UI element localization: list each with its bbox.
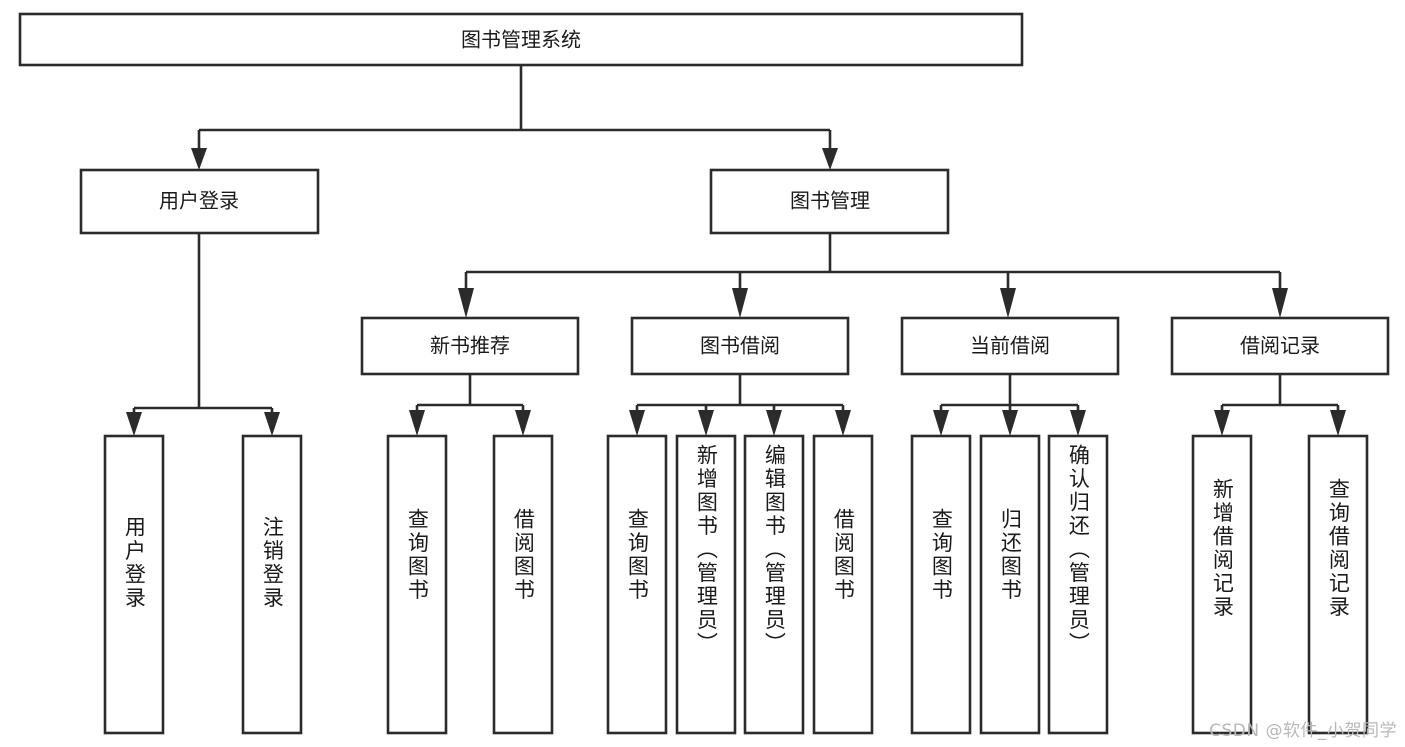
node-current-borrow-box[interactable] (900, 316, 1120, 376)
arrow-head-leaf-return-book (1002, 410, 1018, 436)
leaf-query-record-box[interactable] (1307, 434, 1369, 735)
arrow-head-leaf-add-book (698, 410, 714, 436)
leaf-add-record-box[interactable] (1191, 434, 1253, 735)
arrow-head-leaf-confirm-return (1070, 410, 1086, 436)
node-new-book-recommend-box[interactable] (360, 316, 580, 376)
arrow-head-leaf-borrow-book-2 (835, 410, 851, 436)
node-root-box[interactable] (18, 12, 1024, 67)
arrow-head-leaf-user-logout (264, 412, 280, 436)
leaf-borrow-book-1-box[interactable] (492, 434, 554, 735)
node-root[interactable]: 图书管理系统 (18, 12, 1024, 67)
arrow-head-book-borrow (732, 288, 748, 318)
leaf-user-logout-box[interactable] (241, 434, 303, 735)
node-borrow-record-label: 借阅记录 (1240, 334, 1320, 358)
arrow-head-book-manage (822, 148, 838, 170)
leaf-return-book-box[interactable] (979, 434, 1041, 735)
node-new-book-recommend[interactable]: 新书推荐 (360, 316, 580, 376)
node-user-login-box[interactable] (79, 168, 320, 235)
arrow-head-leaf-query-book-3 (933, 410, 949, 436)
leaf-box-group (103, 434, 1369, 735)
arrow-head-leaf-user-login (126, 412, 142, 436)
leaf-user-login-box[interactable] (103, 434, 165, 735)
arrow-head-leaf-query-book-2 (629, 410, 645, 436)
connector-group (126, 65, 1346, 436)
node-book-borrow-box[interactable] (630, 316, 850, 376)
leaf-edit-book-box[interactable] (743, 434, 805, 735)
node-book-manage[interactable]: 图书管理 (709, 168, 950, 235)
arrow-head-leaf-query-record (1330, 410, 1346, 436)
leaf-query-book-3-box[interactable] (910, 434, 972, 735)
node-book-manage-label: 图书管理 (790, 189, 870, 213)
arrow-head-leaf-add-record (1214, 410, 1230, 436)
node-book-manage-box[interactable] (709, 168, 950, 235)
leaf-query-book-2-box[interactable] (606, 434, 668, 735)
node-user-login-label: 用户登录 (159, 189, 239, 213)
arrow-head-current-borrow (1000, 288, 1016, 318)
node-borrow-record[interactable]: 借阅记录 (1170, 316, 1390, 376)
leaf-confirm-return-box[interactable] (1047, 434, 1109, 735)
node-user-login[interactable]: 用户登录 (79, 168, 320, 235)
csdn-watermark: CSDN @软件_小贺同学 (1209, 721, 1397, 741)
node-current-borrow[interactable]: 当前借阅 (900, 316, 1120, 376)
node-current-borrow-label: 当前借阅 (970, 334, 1050, 358)
arrow-head-borrow-record (1272, 288, 1288, 318)
arrow-head-leaf-query-book-1 (409, 410, 425, 436)
leaf-borrow-book-2-box[interactable] (812, 434, 874, 735)
node-borrow-record-box[interactable] (1170, 316, 1390, 376)
arrow-head-leaf-borrow-book-1 (515, 410, 531, 436)
arrow-head-new-book (458, 288, 474, 318)
leaf-query-book-1-box[interactable] (386, 434, 448, 735)
node-root-label: 图书管理系统 (461, 28, 581, 52)
leaf-add-book-box[interactable] (675, 434, 737, 735)
arrow-head-leaf-edit-book (766, 410, 782, 436)
node-book-borrow-label: 图书借阅 (700, 334, 780, 358)
node-new-book-recommend-label: 新书推荐 (430, 334, 510, 358)
arrow-head-user-login (191, 148, 207, 170)
node-book-borrow[interactable]: 图书借阅 (630, 316, 850, 376)
